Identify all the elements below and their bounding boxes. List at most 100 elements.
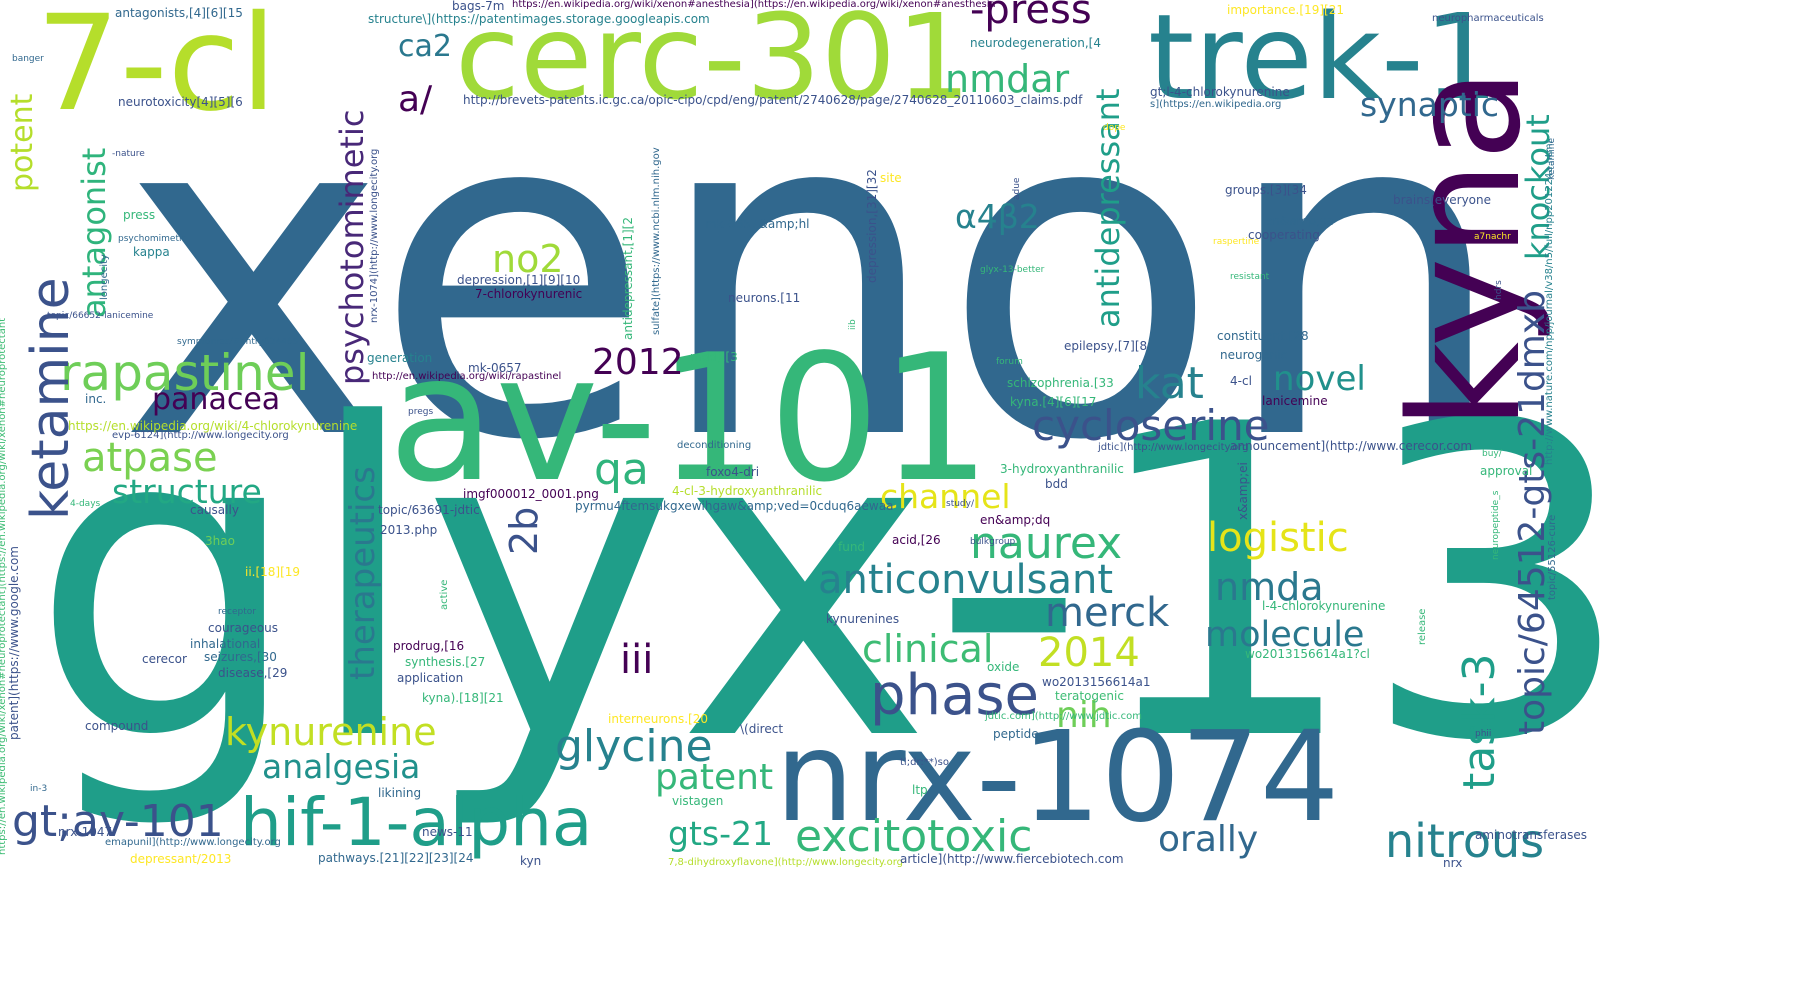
word-cooperating: cooperating: [1248, 228, 1320, 242]
word-qa: qa: [594, 444, 649, 495]
word-kyna-18: kyna).[18][21: [422, 691, 504, 705]
word-therapeutics: therapeutics: [343, 466, 383, 680]
word-4-days: 4-days: [70, 499, 101, 509]
word-no2: no2: [492, 237, 564, 281]
word-bags-7m: bags-7m: [452, 0, 505, 13]
word-neurogenic: neurogenic: [1220, 348, 1288, 362]
word-gts-21: gts-21: [668, 814, 773, 853]
word-kynurenine: kynurenine: [225, 710, 437, 754]
word-announcement: announcement](http://www.cerecor.com: [1230, 439, 1473, 453]
word-active: active: [439, 579, 450, 610]
word-url-kyn: https://en.wikipedia.org/wiki/4-chloroky…: [68, 419, 358, 433]
word-dope: topic/66652-lanicemine: [47, 311, 154, 321]
word-ca2: ca2: [398, 29, 452, 64]
word-empanil: emapunil](http://www.longecity.org: [105, 837, 281, 848]
word-cerecor: cerecor: [142, 652, 187, 666]
word-inc: inc.: [85, 392, 107, 406]
word-flavone: 7,8-dihydroxyflavone](http://www.longeci…: [668, 857, 903, 868]
word-psychotomimetic: psychotomimetic: [333, 109, 371, 385]
word-neurotoxicity: neurotoxicity[4][5][6: [118, 95, 243, 109]
word-bdd: bdd: [1045, 477, 1068, 491]
word-news-11: news-11: [422, 825, 473, 839]
word-jdtic-long: jdtic](http://www.longecity.org: [1098, 442, 1249, 453]
word-nrx-1047: nrx-1047: [58, 825, 113, 839]
word-cycloserine: cycloserine: [1032, 401, 1270, 450]
word-direct: \(direct: [740, 722, 784, 736]
word-alpha4beta2: α4β2: [955, 197, 1040, 236]
word-depression1: depression,[1][9][10: [457, 273, 581, 287]
word-adue: dope: [1103, 123, 1126, 133]
word-3hao: 3hao: [205, 534, 235, 548]
word-courageous: courageous: [208, 621, 279, 635]
word-atpase: atpase: [82, 435, 218, 481]
word-pyrmu: pyrmu4ftemsukgxewihgaw&amp;ved=0cduq6aew…: [575, 499, 894, 513]
word-epilepsy: epilepsy,[7][8: [1064, 339, 1148, 353]
word-aminotransferases: nrx: [1443, 856, 1463, 870]
word-mk-0657: mk-0657: [468, 361, 522, 375]
word-nrx: banger: [12, 54, 44, 64]
word-4-cl: 4-cl: [1230, 374, 1252, 388]
word-kat: kat: [1135, 358, 1204, 409]
word-l-4-small: l-4-chlorokynurenine: [1262, 599, 1386, 613]
word-antidep1: antidepressant,[1][2: [621, 217, 635, 340]
word-likining: likining: [378, 786, 422, 800]
word-merck: merck: [1045, 590, 1170, 636]
word-press-small: press: [123, 208, 156, 222]
word-logistic: logistic: [1207, 515, 1349, 561]
word-generation: generation: [367, 351, 433, 365]
word-nrx-1074: nrx-1074: [775, 705, 1340, 850]
word-2013php: 2013.php: [380, 523, 438, 537]
word-en-sa: en&amp;sa: [1265, 214, 1334, 228]
word-2014: 2014: [1038, 630, 1140, 676]
word-url-rapastinel: http://en.wikipedia.org/wiki/rapastinel: [372, 371, 562, 382]
word-acid26: acid,[26: [892, 533, 941, 547]
word-fiercebiotech: article](http://www.fiercebiotech.com: [900, 852, 1124, 866]
word-nrx-1074-v: nrx-1074](http://www.longecity.org: [369, 148, 380, 323]
word-task-3: task-3: [1454, 653, 1505, 791]
word-mdd: mdd).[3: [690, 350, 738, 364]
word-banger: a7nachr: [1474, 232, 1511, 242]
word-kappa: kappa: [133, 245, 170, 259]
word-url-brevets: http://brevets-patents.ic.gc.ca/opic-cip…: [463, 93, 1083, 107]
word-neurons: neurons.[11: [728, 291, 801, 305]
word-epo: aminotransferases: [1475, 828, 1587, 842]
word-gt-l4: gt;l-4-chlorokynurenine: [1150, 85, 1290, 99]
word-schizophrenia: schizophrenia.[33: [1007, 376, 1114, 390]
word-ii-18: ii.[18][19: [245, 565, 301, 579]
word-application: application: [397, 671, 464, 685]
word-topic-55126: topic/55126-cure: [1547, 514, 1558, 600]
word-fund: fund: [838, 540, 866, 554]
word-tl-dr: tl;dr:**)so: [900, 757, 949, 768]
word-url-patentimages: structure\](https://patentimages.storage…: [368, 12, 710, 26]
word-7-cl: 7-cl: [36, 0, 277, 141]
word-raspertine: resistant: [1230, 272, 1270, 282]
word-cerc-301: cerc-301: [455, 0, 972, 126]
word-depression31: depression,[31][32: [865, 169, 879, 283]
word-site: site: [880, 171, 902, 185]
word-buy: phii: [1475, 729, 1492, 739]
word-4-cl-3: 4-cl-3-hydroxyanthranilic: [672, 484, 823, 498]
word-a7nachr: hdrs: [1494, 280, 1504, 300]
word-press-big: -press: [970, 0, 1092, 33]
word-approval: approval: [1480, 464, 1533, 478]
word-lanicemine: lanicemine: [1262, 394, 1328, 408]
word-gt-av-101: gt;av-101: [12, 796, 224, 847]
word-iib: study/: [946, 499, 974, 509]
word-en-dq: en&amp;dq: [980, 513, 1051, 527]
word-sulfate: sulfate](https://www.ncbi.nlm.nih.gov: [651, 147, 662, 335]
word-glyx-better: forum: [996, 357, 1023, 367]
word-2012: 2012: [592, 342, 684, 383]
word-pregs: adue: [1012, 177, 1022, 200]
word-iii: iii: [620, 637, 654, 683]
word-3-hydroxy: 3-hydroxyanthranilic: [1000, 462, 1124, 476]
word-in-3: in-3: [30, 784, 48, 794]
word-naurex: naurex: [970, 518, 1123, 569]
word-channel: channel: [880, 477, 1011, 516]
word-a-slash: a/: [398, 79, 433, 120]
word-peptide: peptide: [993, 727, 1039, 741]
word-glyx-13: glyx-13: [30, 335, 1634, 835]
word-seizures: seizures,[30: [204, 650, 277, 664]
word-synthesis: synthesis.[27: [405, 655, 486, 669]
word-2b: 2b: [502, 506, 546, 555]
